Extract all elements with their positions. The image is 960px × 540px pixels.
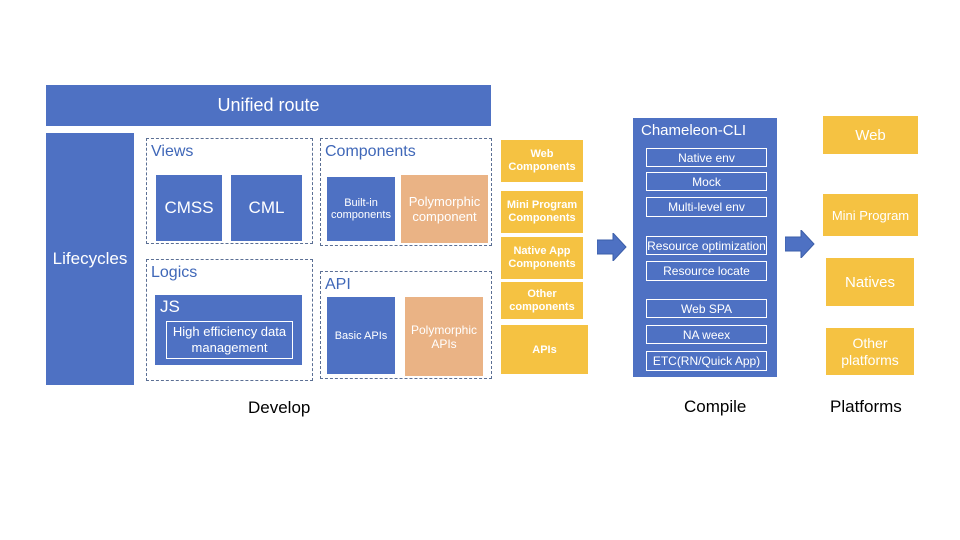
cli-item-multi-level-env: Multi-level env bbox=[646, 197, 767, 217]
apis-box: APIs bbox=[501, 325, 588, 374]
cli-item-mock: Mock bbox=[646, 172, 767, 191]
data-management-box: High efficiency data management bbox=[166, 321, 293, 359]
unified-route-bar: Unified route bbox=[46, 85, 491, 126]
compile-caption: Compile bbox=[684, 397, 747, 416]
builtin-components-label: Built-in components bbox=[331, 197, 391, 221]
cli-item-resource-optimization: Resource optimization bbox=[646, 236, 767, 255]
platform-other-box: Other platforms bbox=[826, 328, 914, 375]
chameleon-cli-title: Chameleon-CLI bbox=[641, 122, 747, 139]
polymorphic-apis-box: Polymorphic APIs bbox=[405, 297, 483, 376]
basic-apis-label: Basic APIs bbox=[334, 329, 388, 342]
native-app-components-label: Native App Components bbox=[508, 245, 576, 270]
platform-web-box: Web bbox=[823, 116, 918, 154]
cli-item-label: Web SPA bbox=[681, 301, 732, 316]
lifecycles-label: Lifecycles bbox=[52, 249, 128, 268]
views-group: Views CMSS CML bbox=[146, 138, 313, 244]
platform-natives-label: Natives bbox=[844, 273, 896, 291]
web-components-box: Web Components bbox=[501, 140, 583, 182]
platform-other-label: Other platforms bbox=[841, 334, 899, 368]
cli-item-label: Native env bbox=[678, 150, 735, 165]
views-title: Views bbox=[151, 143, 194, 160]
cli-item-native-env: Native env bbox=[646, 148, 767, 167]
js-label: JS bbox=[160, 297, 180, 316]
cli-item-resource-locate: Resource locate bbox=[646, 261, 767, 281]
api-title: API bbox=[325, 276, 351, 293]
logics-title: Logics bbox=[151, 264, 198, 281]
other-components-box: Other components bbox=[501, 282, 583, 319]
cml-label: CML bbox=[248, 198, 285, 217]
components-group: Components Built-in components Polymorph… bbox=[320, 138, 492, 246]
platform-mini-program-box: Mini Program bbox=[823, 194, 918, 236]
chameleon-cli-panel: Chameleon-CLI Native env Mock Multi-leve… bbox=[633, 118, 777, 377]
unified-route-label: Unified route bbox=[217, 95, 320, 115]
mini-program-components-label: Mini Program Components bbox=[506, 199, 578, 224]
apis-label: APIs bbox=[532, 343, 557, 356]
mini-program-components-box: Mini Program Components bbox=[501, 191, 583, 233]
logics-group: Logics JS High efficiency data managemen… bbox=[146, 259, 313, 381]
cli-item-label: Multi-level env bbox=[668, 200, 745, 214]
basic-apis-box: Basic APIs bbox=[327, 297, 395, 374]
cli-item-na-weex: NA weex bbox=[646, 325, 767, 344]
develop-caption: Develop bbox=[248, 398, 311, 417]
cml-box: CML bbox=[231, 175, 302, 241]
other-components-label: Other components bbox=[509, 287, 575, 313]
cli-item-label: Mock bbox=[692, 174, 721, 189]
cli-item-label: Resource optimization bbox=[647, 238, 766, 253]
platform-web-label: Web bbox=[855, 126, 886, 144]
cmss-label: CMSS bbox=[164, 198, 214, 217]
polymorphic-apis-label: Polymorphic APIs bbox=[410, 322, 478, 351]
web-components-label: Web Components bbox=[508, 148, 576, 173]
lifecycles-box: Lifecycles bbox=[46, 133, 134, 385]
polymorphic-component-box: Polymorphic component bbox=[401, 175, 488, 243]
js-box: JS High efficiency data management bbox=[155, 295, 302, 365]
cli-item-label: Resource locate bbox=[663, 264, 750, 278]
native-app-components-box: Native App Components bbox=[501, 237, 583, 279]
polymorphic-component-label: Polymorphic component bbox=[408, 194, 481, 224]
cli-item-label: ETC(RN/Quick App) bbox=[652, 354, 761, 368]
builtin-components-box: Built-in components bbox=[327, 177, 395, 241]
cli-item-label: NA weex bbox=[682, 327, 731, 342]
data-management-label: High efficiency data management bbox=[172, 324, 287, 355]
cmss-box: CMSS bbox=[156, 175, 222, 241]
platforms-caption: Platforms bbox=[830, 397, 902, 416]
api-group: API Basic APIs Polymorphic APIs bbox=[320, 271, 492, 379]
arrow-right-icon bbox=[785, 230, 815, 258]
arrow-right-icon bbox=[597, 233, 627, 261]
components-title: Components bbox=[325, 143, 416, 160]
platform-mini-program-label: Mini Program bbox=[831, 207, 910, 223]
cli-item-web-spa: Web SPA bbox=[646, 299, 767, 318]
platform-natives-box: Natives bbox=[826, 258, 914, 306]
cli-item-etc: ETC(RN/Quick App) bbox=[646, 351, 767, 371]
